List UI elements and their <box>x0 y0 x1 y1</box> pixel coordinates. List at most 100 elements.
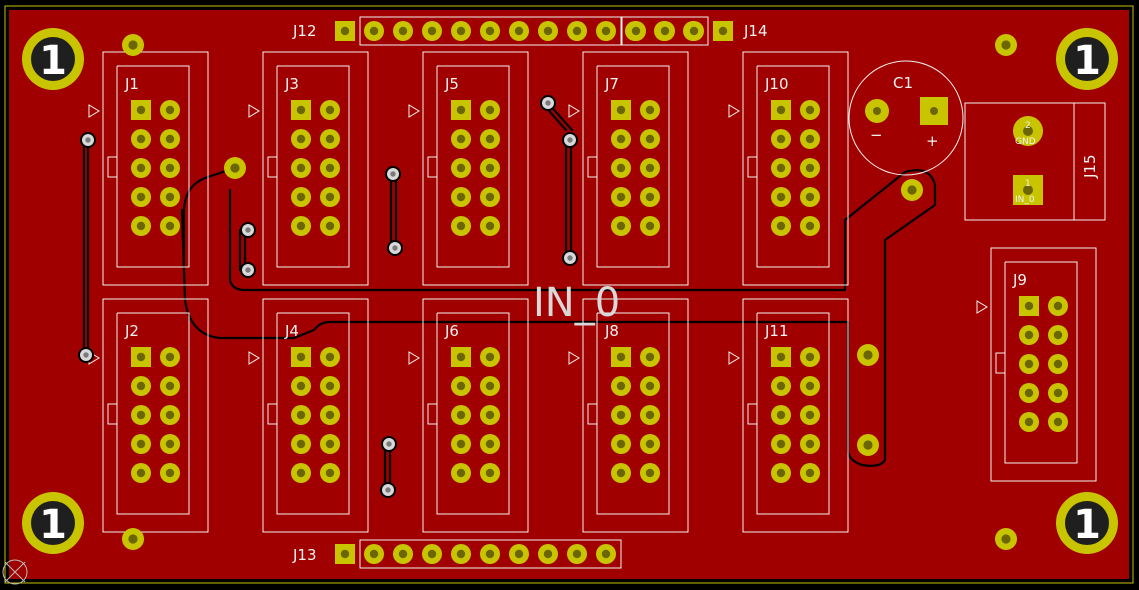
drill-hole <box>616 439 626 449</box>
drill-hole <box>456 26 466 36</box>
box-header-j11: J11 <box>728 298 849 533</box>
drill-hole <box>296 192 306 202</box>
drill-hole <box>325 439 335 449</box>
drill-hole <box>1024 301 1034 311</box>
drill-hole <box>485 381 495 391</box>
drill-hole <box>325 163 335 173</box>
drill-hole <box>805 381 815 391</box>
drill-hole <box>776 192 786 202</box>
via <box>80 132 96 148</box>
drill-hole <box>616 134 626 144</box>
courtyard-outline <box>582 298 689 533</box>
drill-hole <box>1001 40 1011 50</box>
drill-hole <box>296 410 306 420</box>
drill-hole <box>485 26 495 36</box>
drill-hole <box>514 549 524 559</box>
key-notch <box>427 403 437 425</box>
drill-hole <box>616 163 626 173</box>
drill-hole <box>165 192 175 202</box>
courtyard-outline <box>102 51 209 286</box>
drill-hole <box>616 410 626 420</box>
key-notch <box>107 403 117 425</box>
courtyard-outline <box>582 51 689 286</box>
drill-hole <box>689 26 699 36</box>
drill-hole <box>165 163 175 173</box>
pin1-marker <box>568 104 580 118</box>
drill-hole <box>645 192 655 202</box>
capacitor-c1: C1 − + <box>848 60 964 176</box>
drill-hole <box>456 410 466 420</box>
via-drill <box>390 171 396 177</box>
via-drill <box>85 137 91 143</box>
box-header-j6: J6 <box>408 298 529 533</box>
drill-hole <box>136 439 146 449</box>
pin1-marker <box>88 104 100 118</box>
courtyard-outline <box>262 51 369 286</box>
box-header-j9: J9 <box>976 247 1097 482</box>
c1-label: C1 <box>893 74 913 92</box>
drill-hole <box>485 410 495 420</box>
body-outline <box>596 312 670 515</box>
drill-hole <box>128 534 138 544</box>
key-notch <box>267 156 277 178</box>
header-label: J1 <box>124 75 139 93</box>
courtyard-outline <box>262 298 369 533</box>
mounting-hole-label: 1 <box>39 502 67 548</box>
drill-hole <box>456 163 466 173</box>
header-label: J8 <box>604 322 619 340</box>
via-drill <box>567 255 573 261</box>
box-header-j10: J10 <box>728 51 849 286</box>
drill-hole <box>485 105 495 115</box>
via <box>380 482 396 498</box>
pin-header-j14 <box>621 16 733 46</box>
via <box>122 34 144 56</box>
mounting-hole-label: 1 <box>1073 38 1101 84</box>
drill-hole <box>645 163 655 173</box>
drill-hole <box>863 440 873 450</box>
body-outline <box>116 312 190 515</box>
drill-hole <box>296 468 306 478</box>
key-notch <box>747 403 757 425</box>
mounting-hole-bottom-left: 1 <box>22 492 84 554</box>
drill-hole <box>296 134 306 144</box>
drill-hole <box>805 439 815 449</box>
body-outline <box>436 65 510 268</box>
drill-hole <box>325 134 335 144</box>
j14-outline <box>621 16 709 46</box>
via <box>240 262 256 278</box>
drill-hole <box>805 410 815 420</box>
drill-hole <box>485 163 495 173</box>
drill-hole <box>601 26 611 36</box>
via-drill <box>83 352 89 358</box>
box-header-j5: J5 <box>408 51 529 286</box>
drill-hole <box>136 221 146 231</box>
drill-hole <box>136 410 146 420</box>
key-notch <box>267 403 277 425</box>
drill-hole <box>325 410 335 420</box>
pin1-marker <box>976 300 988 314</box>
vias <box>78 34 1017 550</box>
mounting-hole-label: 1 <box>39 38 67 84</box>
via-drill <box>245 227 251 233</box>
header-label: J11 <box>764 322 789 340</box>
drill-hole <box>456 221 466 231</box>
key-notch <box>587 156 597 178</box>
j15-pin1-number: 1 <box>1025 179 1031 189</box>
box-header-j1: J1 <box>88 51 209 286</box>
drill-hole <box>485 192 495 202</box>
drill-hole <box>660 26 670 36</box>
drill-hole <box>296 105 306 115</box>
drill-hole <box>165 468 175 478</box>
drill-hole <box>1001 534 1011 544</box>
body-outline <box>756 65 830 268</box>
drill-hole <box>398 549 408 559</box>
courtyard-outline <box>990 247 1097 482</box>
drill-hole <box>1053 388 1063 398</box>
drill-hole <box>1024 330 1034 340</box>
key-notch <box>995 352 1005 374</box>
drill-hole <box>631 26 641 36</box>
drill-hole <box>601 549 611 559</box>
via-drill <box>386 441 392 447</box>
c1-minus-label: − <box>870 126 883 144</box>
drill-hole <box>369 549 379 559</box>
